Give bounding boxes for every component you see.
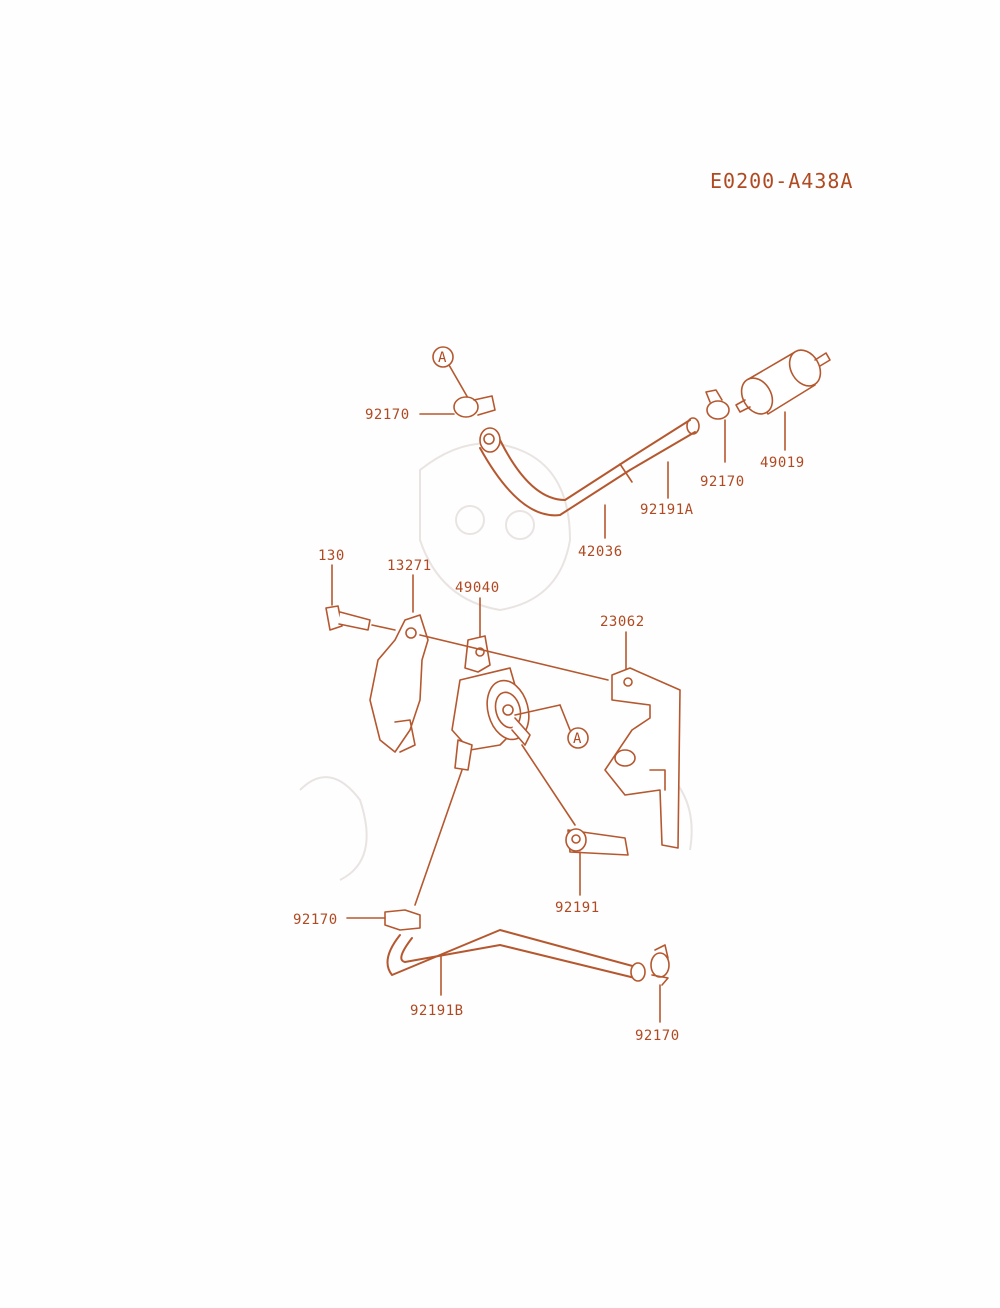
bracket-23062 <box>419 631 681 849</box>
label-clamp-top-right: 92170 <box>700 474 745 490</box>
label-pump: 49040 <box>455 580 500 596</box>
ref-marker-a-mid: A <box>559 704 589 749</box>
label-filter: 49019 <box>760 455 805 471</box>
clamp-bottom-right <box>650 944 670 1023</box>
ref-marker-a-top: A <box>432 346 469 399</box>
label-clamp-top-left: 92170 <box>365 407 410 423</box>
svg-text:A: A <box>573 731 582 747</box>
label-bracket-large: 23062 <box>600 614 645 630</box>
pipe-42036 <box>479 417 700 539</box>
bracket-13271 <box>369 574 429 753</box>
fuel-filter-49019 <box>735 349 831 451</box>
label-pipe: 42036 <box>578 544 623 560</box>
watermark <box>299 442 693 881</box>
bolt-130 <box>325 564 396 631</box>
diagram-code: E0200-A438A <box>710 169 853 193</box>
label-hose-a: 92191A <box>640 502 694 518</box>
hose-92191 <box>521 744 629 896</box>
label-hose: 92191 <box>555 900 600 916</box>
svg-text:A: A <box>438 350 447 366</box>
label-clamp-bottom-right: 92170 <box>635 1028 680 1044</box>
clamp-bottom-left <box>346 909 421 931</box>
hose-92191b <box>386 929 646 996</box>
label-hose-b: 92191B <box>410 1003 464 1019</box>
label-bolt: 130 <box>318 548 345 564</box>
clamp-top-left <box>419 395 496 418</box>
fuel-pump-49040 <box>451 597 561 771</box>
label-clamp-bottom-left: 92170 <box>293 912 338 928</box>
clamp-top-right <box>705 389 730 463</box>
label-bracket-small: 13271 <box>387 558 432 574</box>
leader-pump-to-hose-b <box>414 769 463 906</box>
